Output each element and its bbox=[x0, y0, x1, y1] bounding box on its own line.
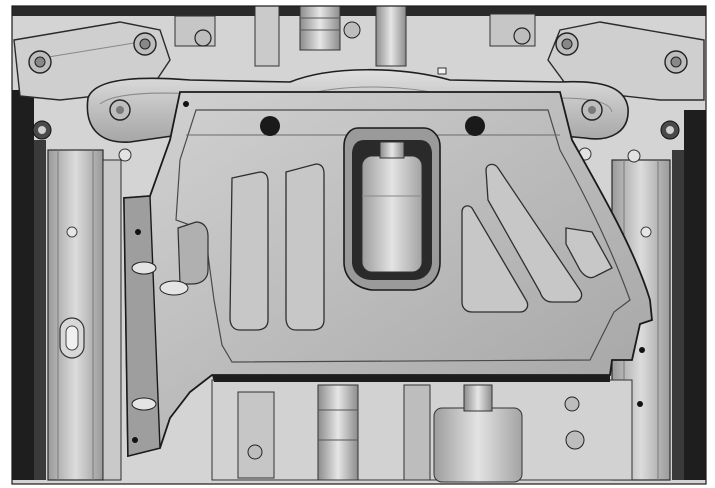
rib-left-1 bbox=[229, 171, 269, 331]
skid-plate bbox=[123, 91, 653, 458]
rib-right-3 bbox=[565, 227, 613, 279]
rivet-icon bbox=[118, 148, 132, 162]
bolt-icon bbox=[194, 29, 212, 47]
bolt-icon bbox=[564, 396, 580, 412]
bolt-icon bbox=[565, 430, 585, 450]
rivet-icon bbox=[159, 280, 189, 296]
mount-hole-icon bbox=[260, 116, 280, 136]
left-flange-clips bbox=[131, 229, 189, 443]
bolt-icon bbox=[343, 21, 361, 39]
rivet-icon bbox=[640, 226, 652, 238]
mount-hole-icon bbox=[465, 116, 485, 136]
bolt-icon bbox=[513, 27, 531, 45]
left-frame-rail bbox=[47, 149, 122, 481]
rivet-icon bbox=[131, 261, 157, 275]
bolt-icon bbox=[247, 444, 263, 460]
rivet-icon bbox=[627, 149, 641, 163]
rib-right-2 bbox=[485, 163, 583, 303]
muffler-window bbox=[361, 141, 423, 273]
lower-exhaust bbox=[211, 379, 633, 483]
upper-right-bracket bbox=[489, 13, 705, 163]
rib-right-1 bbox=[461, 205, 529, 313]
rivet-icon bbox=[66, 226, 78, 238]
rivet-icon bbox=[131, 397, 157, 411]
rib-left-2 bbox=[285, 163, 325, 331]
upper-exhaust-pipes bbox=[254, 5, 407, 67]
